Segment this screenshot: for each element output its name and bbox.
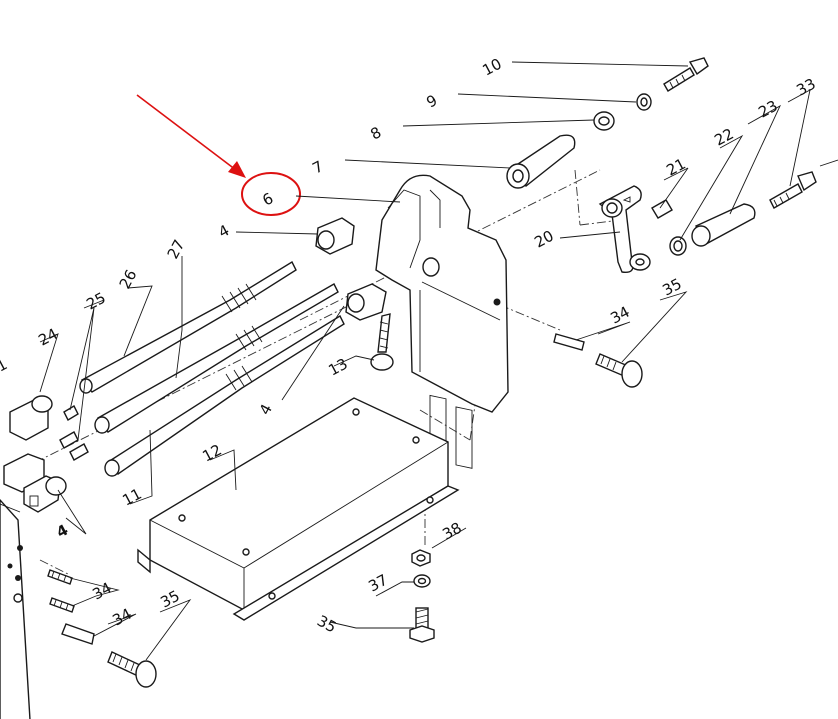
part-35-screw-lower — [107, 651, 157, 688]
callout-38: 38 — [439, 519, 464, 544]
part-24-key — [651, 199, 673, 219]
highlight-arrow — [136, 94, 246, 178]
part-22-stud — [370, 313, 394, 371]
part-7-rod — [79, 261, 297, 394]
callout-4-lower: 4 — [53, 521, 71, 542]
part-25-ring — [669, 236, 687, 256]
callout-35-bottom: 35 — [314, 612, 339, 637]
leader-lines — [39, 61, 811, 661]
part-4-nut-middle — [345, 283, 387, 321]
callout-10: 7 — [309, 157, 326, 177]
callout-7: 26 — [116, 267, 141, 292]
part-35-screw-right — [595, 353, 643, 388]
part-35-bolt-bottom — [409, 607, 435, 643]
callout-5: 24 — [35, 325, 60, 350]
part-34-pin-right — [553, 333, 585, 351]
part-1-block — [3, 453, 67, 513]
callout-4-middle: 4 — [256, 401, 276, 418]
callout-33: 34 — [89, 579, 114, 604]
part-6-keys — [59, 405, 89, 461]
callout-25: 22 — [711, 125, 736, 150]
callout-37: 37 — [365, 571, 390, 596]
callout-34-right: 34 — [607, 303, 632, 328]
part-11-ring — [593, 111, 615, 131]
part-38-nut — [411, 549, 431, 567]
part-13-bolt — [663, 57, 709, 92]
part-10-sleeve — [506, 134, 576, 189]
callout-1: 1 — [0, 355, 10, 375]
part-5-block — [9, 395, 53, 441]
part-26-sleeve — [691, 203, 756, 247]
callout-27: 33 — [793, 75, 818, 100]
callout-4-upper: 4 — [215, 221, 232, 241]
left-housing — [0, 498, 31, 719]
part-9-bracket — [375, 174, 509, 469]
callout-21: 12 — [199, 441, 224, 466]
part-20-rod — [104, 315, 345, 477]
part-21-base-plate — [137, 397, 460, 621]
highlight-circle — [241, 172, 301, 216]
callout-22: 13 — [325, 355, 350, 380]
part-8-rod — [94, 283, 339, 434]
callout-11: 8 — [367, 123, 384, 143]
callout-8: 27 — [164, 237, 189, 262]
part-12-washer — [636, 93, 652, 111]
right-edge-part — [819, 159, 838, 167]
part-4-nut-upper — [315, 217, 355, 255]
callout-24: 21 — [663, 155, 688, 180]
callout-35-lower: 35 — [157, 587, 182, 612]
callout-35-right: 35 — [659, 275, 684, 300]
part-27-bolt — [769, 171, 817, 209]
part-23-lever — [598, 185, 651, 273]
callout-labels: 10 9 8 7 6 4 27 26 25 24 1 4 4 11 12 13 … — [0, 55, 819, 637]
part-37-washer — [413, 574, 431, 588]
callout-23: 20 — [531, 227, 556, 252]
callout-12: 9 — [423, 91, 440, 111]
callout-20: 11 — [119, 485, 144, 510]
callout-9: 6 — [259, 189, 276, 209]
part-33-screws — [47, 569, 75, 613]
callout-13: 10 — [479, 55, 504, 80]
callout-6: 25 — [83, 289, 108, 314]
part-34-pin-lower — [61, 623, 95, 645]
